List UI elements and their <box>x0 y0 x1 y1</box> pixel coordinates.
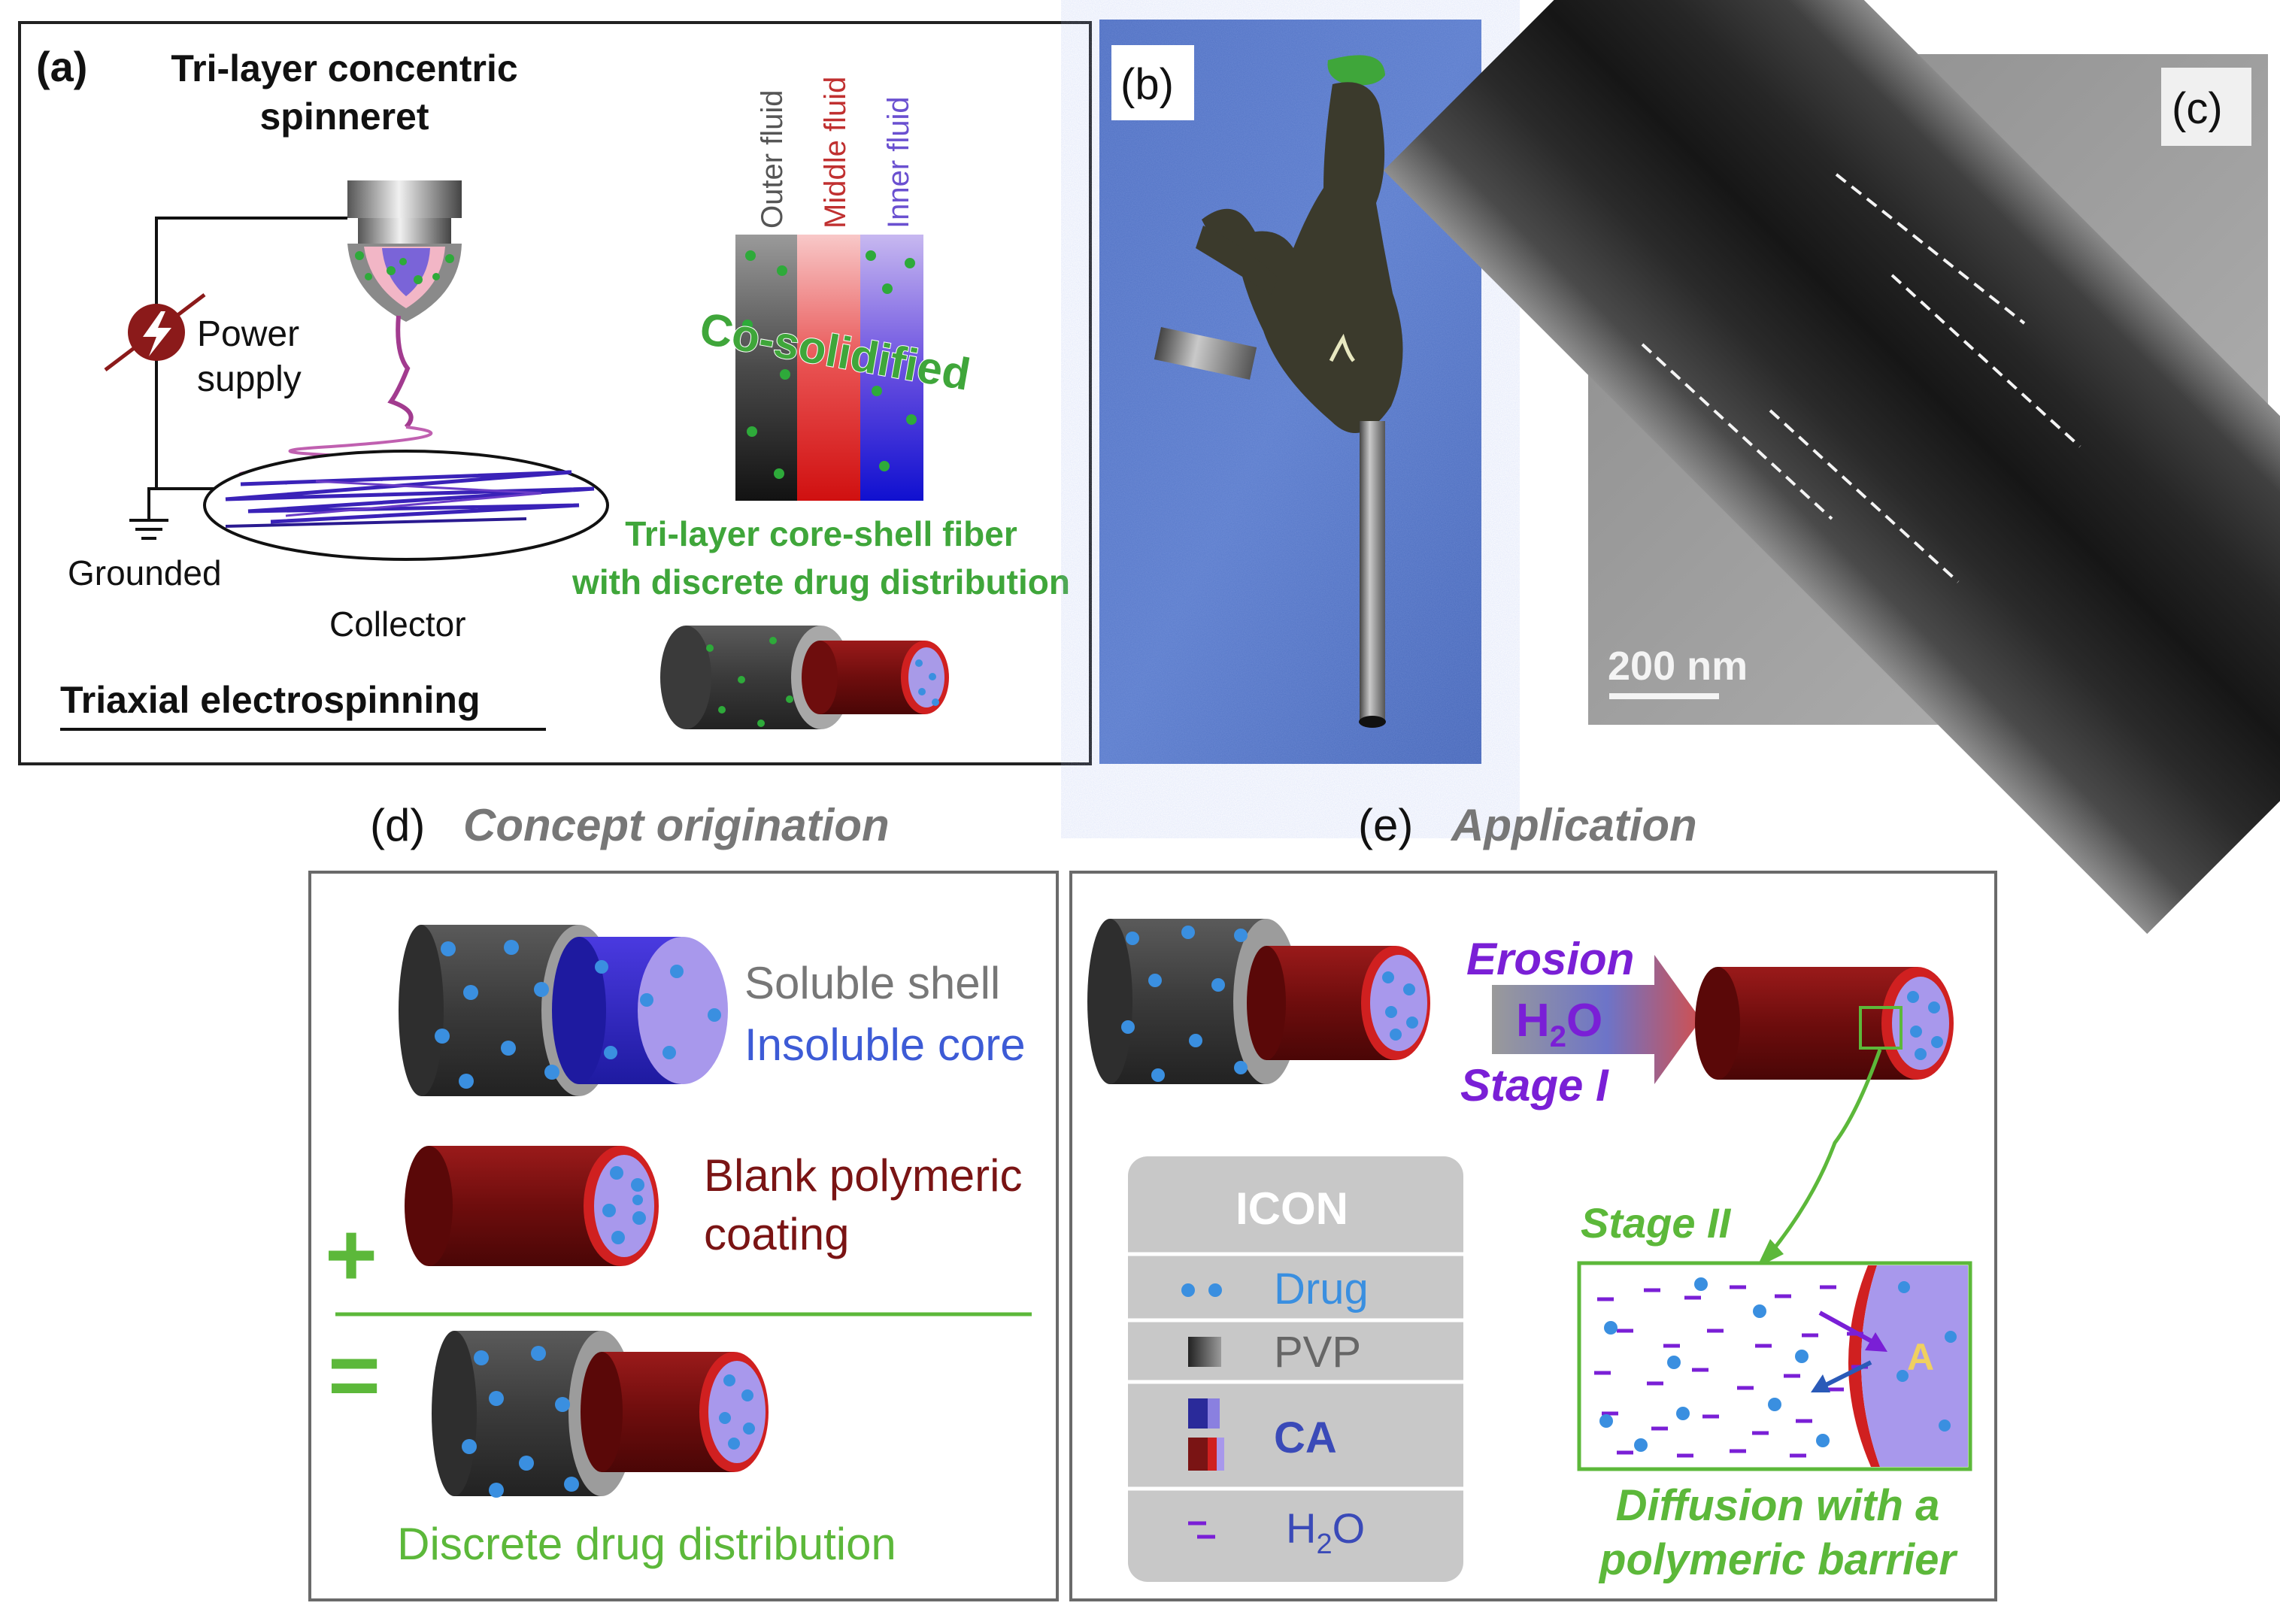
diffusion-inset: A <box>1577 1261 1972 1471</box>
panel-e: (e) Application Erosion H2O Stage I <box>1069 800 1997 1601</box>
h2o-o: O <box>1566 995 1602 1047</box>
legend-title: ICON <box>1236 1183 1348 1234</box>
ca-icon <box>1188 1398 1224 1471</box>
legend-h2o-h: H <box>1286 1504 1316 1552</box>
fiber-desc-line2: with discrete drug distribution <box>572 562 1070 601</box>
panel-b-letter-bg <box>1111 45 1194 120</box>
soluble-shell-label: Soluble shell <box>744 958 1000 1008</box>
zoom-arrowhead <box>1757 1239 1784 1268</box>
trilayer-fiber-small <box>660 626 949 729</box>
panel-c-letter-bg <box>2161 68 2251 146</box>
spinneret-title-line1: Tri-layer concentric <box>171 47 517 89</box>
inner-fluid-label: Inner fluid <box>882 96 915 229</box>
zoom-arrow <box>1766 1049 1882 1259</box>
panel-c: (c) 200 nm <box>1383 0 2280 935</box>
pvp-icon <box>1188 1337 1221 1367</box>
panel-d: (d) Concept origination Soluble shell In… <box>308 800 1059 1601</box>
ground-icon <box>129 519 168 540</box>
spinneret-title-line2: spinneret <box>259 95 429 138</box>
marker-a: A <box>1907 1336 1934 1378</box>
fiber-blank-coating <box>405 1146 659 1266</box>
panel-d-letter: (d) <box>370 800 425 850</box>
legend-h2o-o: O <box>1333 1504 1366 1552</box>
panel-e-heading: Application <box>1450 800 1697 850</box>
blank-coating-line1: Blank polymeric <box>704 1150 1023 1201</box>
panel-e-letter: (e) <box>1358 800 1413 850</box>
scale-bar-label: 200 nm <box>1608 644 1748 689</box>
grounded-label: Grounded <box>68 553 222 592</box>
diffusion-label-line1: Diffusion with a <box>1616 1481 1940 1530</box>
panel-a-letter: (a) <box>36 43 87 90</box>
scale-bar <box>1609 693 1719 699</box>
h2o-h: H <box>1516 995 1550 1047</box>
discrete-distribution-label: Discrete drug distribution <box>397 1519 896 1569</box>
drug-icon <box>1181 1283 1222 1297</box>
fiber-after-erosion <box>1695 967 1954 1080</box>
method-label: Triaxial electrospinning <box>60 679 481 721</box>
h2o-sub: 2 <box>1550 1020 1566 1053</box>
fluid-columns <box>735 235 923 501</box>
fiber-combined-d <box>432 1331 769 1498</box>
h2o-icon <box>1188 1521 1215 1539</box>
equals-sign: = <box>328 1325 381 1426</box>
fiber-desc-line1: Tri-layer core-shell fiber <box>625 514 1017 553</box>
legend-h2o-sub: 2 <box>1316 1529 1332 1560</box>
panel-a: (a) Tri-layer concentric spinneret Power… <box>18 21 1092 765</box>
zoom-marker <box>1859 1006 1903 1050</box>
fiber-before-erosion <box>1087 919 1430 1084</box>
outer-fluid-label: Outer fluid <box>756 89 789 229</box>
legend-ca: CA <box>1274 1413 1337 1462</box>
erosion-arrow <box>1492 955 1701 1084</box>
erosion-label: Erosion <box>1466 934 1634 984</box>
panel-b-letter: (b) <box>1120 60 1174 109</box>
spinneret-nozzle <box>347 180 462 429</box>
legend-pvp: PVP <box>1274 1328 1361 1377</box>
tem-dash-lines <box>1641 173 2081 583</box>
plus-sign: + <box>325 1204 377 1305</box>
icon-legend: ICON Drug PVP CA H2O <box>1128 1156 1463 1582</box>
insoluble-core-label: Insoluble core <box>744 1020 1026 1070</box>
diffusion-label-line2: polymeric barrier <box>1598 1535 1958 1584</box>
stage1-label: Stage I <box>1460 1060 1609 1110</box>
panel-c-letter: (c) <box>2172 84 2223 133</box>
collector-label: Collector <box>329 604 466 644</box>
legend-drug: Drug <box>1274 1265 1369 1313</box>
legend-h2o: H2O <box>1286 1504 1365 1560</box>
power-supply-icon <box>104 293 206 371</box>
spinneret-photo <box>1154 55 1403 728</box>
fiber-soluble-insoluble <box>399 925 728 1096</box>
power-label-line1: Power <box>197 314 299 354</box>
tem-fiber <box>1383 0 2280 935</box>
h2o-label: H2O <box>1516 995 1602 1053</box>
blank-coating-line2: coating <box>704 1209 849 1259</box>
stage2-label: Stage II <box>1581 1199 1732 1247</box>
collected-fibers <box>225 470 595 528</box>
power-label-line2: supply <box>197 359 302 399</box>
middle-fluid-label: Middle fluid <box>819 77 852 229</box>
panel-d-heading: Concept origination <box>463 800 890 850</box>
